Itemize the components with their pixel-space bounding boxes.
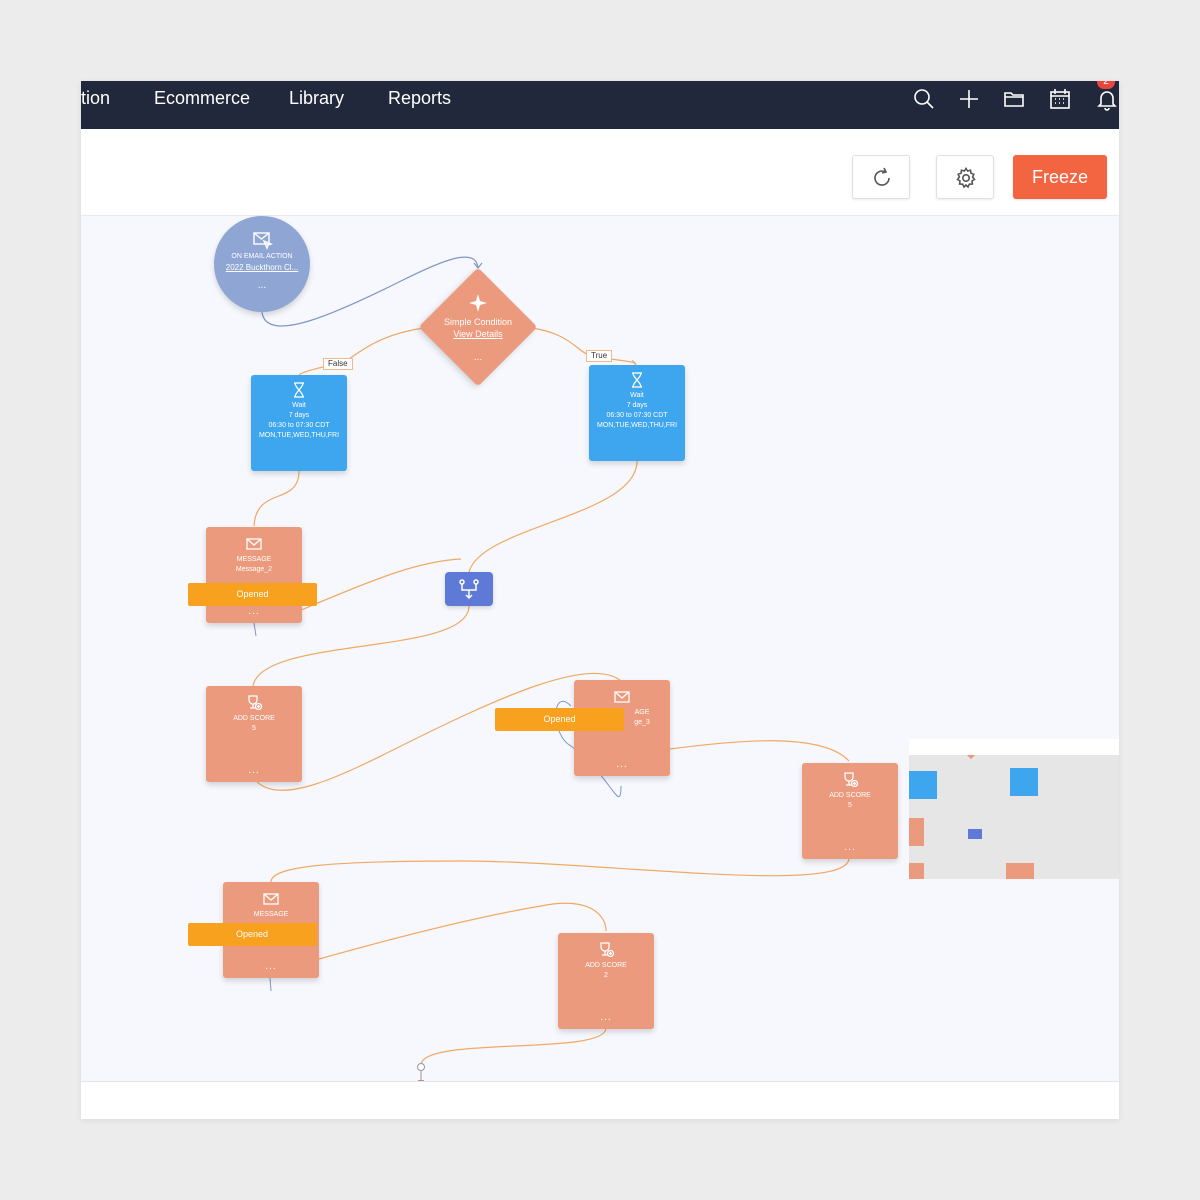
true-branch-label: True bbox=[586, 350, 613, 362]
freeze-button[interactable]: Freeze bbox=[1013, 155, 1107, 199]
trigger-label: ON EMAIL ACTION bbox=[231, 253, 293, 260]
message-title: AGE bbox=[634, 709, 650, 716]
bottom-bar bbox=[81, 1081, 1119, 1119]
opened-badge-message-2[interactable]: Opened bbox=[188, 583, 317, 606]
workflow-canvas[interactable]: ON EMAIL ACTION 2022 Buckthorn Cl... ...… bbox=[81, 216, 1119, 1082]
search-icon[interactable] bbox=[912, 87, 936, 111]
settings-button[interactable] bbox=[936, 155, 994, 199]
nav-item-reports[interactable]: Reports bbox=[388, 88, 452, 108]
notification-badge: 2 bbox=[1097, 81, 1115, 89]
add-score-node-1[interactable]: ADD SCORE 5 ... bbox=[206, 686, 302, 782]
trophy-plus-icon bbox=[841, 771, 859, 789]
calendar-icon[interactable] bbox=[1048, 87, 1072, 111]
envelope-icon bbox=[613, 688, 631, 706]
message-menu[interactable]: ... bbox=[616, 759, 628, 770]
wait-title: Wait bbox=[292, 402, 306, 409]
bell-icon[interactable] bbox=[1095, 87, 1119, 111]
flow-end-marker bbox=[417, 1063, 425, 1082]
add-score-title: ADD SCORE bbox=[829, 792, 871, 799]
folder-icon[interactable] bbox=[1002, 87, 1026, 111]
wait-node-false[interactable]: Wait 7 days 06:30 to 07:30 CDT MON,TUE,W… bbox=[251, 375, 347, 471]
workflow-toolbar: Freeze bbox=[81, 129, 1119, 216]
add-score-title: ADD SCORE bbox=[585, 962, 627, 969]
trigger-link[interactable]: 2022 Buckthorn Cl... bbox=[225, 263, 299, 272]
add-score-menu[interactable]: ... bbox=[600, 1012, 612, 1023]
add-score-menu[interactable]: ... bbox=[248, 765, 260, 776]
wait-time: 06:30 to 07:30 CDT bbox=[606, 412, 668, 419]
message-title: MESSAGE bbox=[236, 556, 272, 563]
email-action-icon bbox=[251, 228, 273, 250]
message-title: MESSAGE bbox=[253, 911, 289, 918]
hourglass-icon bbox=[290, 381, 308, 399]
nav-item-ecommerce[interactable]: Ecommerce bbox=[154, 88, 251, 108]
wait-title: Wait bbox=[630, 392, 644, 399]
wait-days: MON,TUE,WED,THU,FRI bbox=[258, 432, 340, 439]
trophy-plus-icon bbox=[245, 694, 263, 712]
wait-time: 06:30 to 07:30 CDT bbox=[268, 422, 330, 429]
hourglass-icon bbox=[628, 371, 646, 389]
plus-icon[interactable] bbox=[957, 87, 981, 111]
wait-duration: 7 days bbox=[288, 412, 310, 419]
false-branch-label: False bbox=[323, 358, 353, 370]
message-menu[interactable]: ... bbox=[248, 606, 260, 617]
top-navbar: tion Ecommerce Library Reports 2 bbox=[81, 81, 1119, 129]
email-action-trigger-node[interactable]: ON EMAIL ACTION 2022 Buckthorn Cl... ... bbox=[214, 216, 310, 312]
add-score-value: 5 bbox=[252, 725, 256, 732]
wait-days: MON,TUE,WED,THU,FRI bbox=[596, 422, 678, 429]
message-node-2[interactable]: MESSAGE Message_2 ... bbox=[206, 527, 302, 623]
minimap-preview bbox=[905, 730, 1038, 879]
trophy-plus-icon bbox=[597, 941, 615, 959]
app-window: tion Ecommerce Library Reports 2 Freeze bbox=[81, 81, 1119, 1119]
message-menu[interactable]: ... bbox=[265, 961, 277, 972]
envelope-icon bbox=[262, 890, 280, 908]
opened-badge-message-3[interactable]: Opened bbox=[495, 708, 624, 731]
condition-view-details-link[interactable]: View Details bbox=[453, 329, 503, 339]
nav-item-library[interactable]: Library bbox=[289, 88, 345, 108]
message-name: Message_2 bbox=[235, 566, 273, 573]
message-name: ge_3 bbox=[634, 719, 650, 726]
wait-node-true[interactable]: Wait 7 days 06:30 to 07:30 CDT MON,TUE,W… bbox=[589, 365, 685, 461]
add-score-node-3[interactable]: ADD SCORE 2 ... bbox=[558, 933, 654, 1029]
add-score-menu[interactable]: ... bbox=[844, 842, 856, 853]
merge-node[interactable] bbox=[445, 572, 493, 606]
trigger-menu[interactable]: ... bbox=[257, 280, 267, 291]
workflow-minimap[interactable] bbox=[905, 730, 1119, 879]
refresh-icon bbox=[874, 167, 890, 186]
refresh-button[interactable] bbox=[852, 155, 910, 199]
merge-icon bbox=[459, 579, 479, 600]
add-score-value: 5 bbox=[848, 802, 852, 809]
nav-item-automation[interactable]: tion bbox=[81, 88, 111, 108]
envelope-icon bbox=[245, 535, 263, 553]
add-score-title: ADD SCORE bbox=[233, 715, 275, 722]
workflow-connectors bbox=[252, 256, 850, 1065]
add-score-value: 2 bbox=[604, 972, 608, 979]
add-score-node-2[interactable]: ADD SCORE 5 ... bbox=[802, 763, 898, 859]
wait-duration: 7 days bbox=[626, 402, 648, 409]
gear-icon bbox=[956, 167, 976, 189]
opened-badge-message-4[interactable]: Opened bbox=[188, 923, 317, 946]
